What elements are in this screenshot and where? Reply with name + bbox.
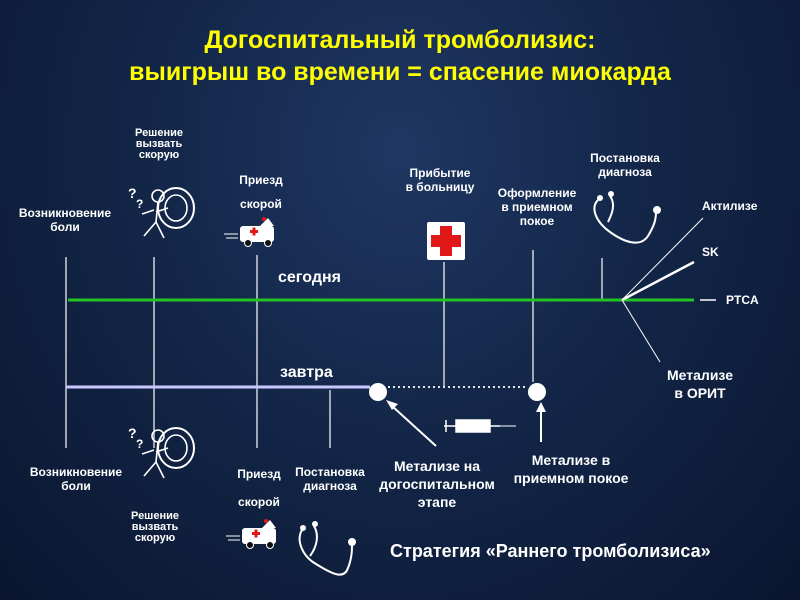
today-line-label: сегодня	[278, 269, 341, 286]
branch-metalyse-icu	[621, 299, 661, 363]
thinking-man-icon: ? ?	[128, 185, 195, 239]
stethoscope-icon	[298, 521, 356, 576]
stethoscope-icon	[593, 191, 661, 244]
admission-node	[528, 383, 546, 401]
actilyse-label: Актилизе	[702, 199, 758, 213]
ambulance-icon	[226, 519, 276, 549]
strategy-caption: Стратегия «Раннего тромболизиса»	[390, 541, 711, 561]
ptca-label: PTCA	[726, 293, 759, 307]
branch-actilyse	[621, 217, 704, 301]
red-cross-icon	[427, 222, 465, 260]
title-line-1: Догоспитальный тромболизис:	[204, 26, 596, 54]
svg-text:?: ?	[136, 437, 143, 451]
title-line-2: выигрыш во времени = спасение миокарда	[129, 58, 671, 86]
thinking-man-icon: ? ?	[128, 425, 195, 479]
prehospital-arrow	[391, 405, 437, 447]
ambulance-icon	[224, 217, 274, 247]
svg-text:?: ?	[136, 197, 143, 211]
branch-sk	[621, 260, 695, 302]
svg-text:?: ?	[128, 425, 137, 441]
admission-arrow-head	[536, 402, 546, 412]
prehospital-node	[369, 383, 387, 401]
svg-text:?: ?	[128, 185, 137, 201]
sk-label: SK	[702, 245, 719, 259]
tomorrow-line-label: завтра	[280, 364, 333, 381]
syringe-icon	[444, 419, 516, 433]
prehospital-arrow-head	[386, 400, 398, 410]
slide-title: Догоспитальный тромболизис: выигрыш во в…	[0, 24, 800, 88]
